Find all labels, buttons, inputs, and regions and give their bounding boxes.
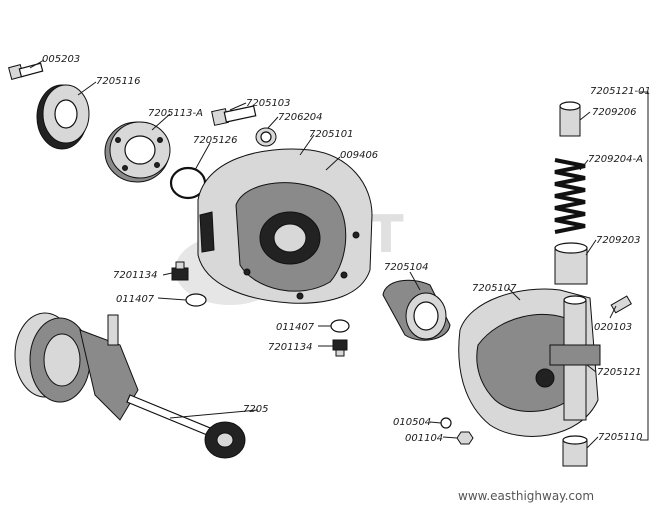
label-7209203: 7209203 — [596, 235, 641, 246]
label-7205: 7205 — [243, 404, 268, 415]
group-bracket-7205121-01 — [640, 91, 649, 441]
flange-7205113a-drawing — [104, 121, 171, 183]
label-001104: 001104 — [405, 433, 443, 444]
label-7205116: 7205116 — [96, 76, 141, 87]
label-7205104: 7205104 — [384, 262, 429, 273]
housing-7205101-drawing — [197, 148, 373, 304]
bushing-7205110-drawing — [562, 435, 588, 467]
cover-7205107-drawing — [458, 288, 599, 437]
breather-020103-drawing — [610, 295, 632, 314]
plug-7201134-upper-drawing — [171, 261, 189, 281]
label-011407-upper: 011407 — [116, 294, 155, 305]
label-7205113a: 7205113-A — [148, 108, 203, 119]
shaft-7205121-drawing — [549, 295, 601, 421]
label-7201134-lower: 7201134 — [268, 342, 313, 353]
washer-011407-lower-drawing — [330, 319, 350, 333]
oil-seal-7205116-drawing — [36, 84, 90, 150]
washer-010504-drawing — [440, 417, 452, 429]
label-7205121: 7205121 — [597, 367, 642, 378]
label-7205101: 7205101 — [309, 129, 354, 140]
bolt-7205103-drawing — [211, 105, 257, 126]
label-7205121-01: 7205121-01 — [590, 86, 651, 97]
bushing-7206204-drawing — [255, 127, 277, 147]
label-7205103: 7205103 — [246, 98, 291, 109]
label-7209204a: 7209204-A — [588, 154, 643, 165]
label-005203: 005203 — [42, 54, 80, 65]
label-010504: 010504 — [393, 417, 431, 428]
axle-assembly-7205-drawing — [14, 312, 246, 459]
label-009406: 009406 — [340, 150, 378, 161]
label-7205110: 7205110 — [598, 432, 643, 443]
label-011407-lower: 011407 — [276, 322, 315, 333]
sleeve-7209203-drawing — [554, 242, 588, 285]
label-020103: 020103 — [594, 322, 632, 333]
washer-011407-upper-drawing — [185, 293, 207, 307]
watermark-url: www.easthighway.com — [458, 489, 594, 503]
label-7206204: 7206204 — [278, 112, 323, 123]
spring-7209204a-drawing — [554, 158, 586, 234]
label-7209206: 7209206 — [592, 107, 637, 118]
leader-lines — [29, 59, 617, 449]
bearing-7205104-drawing — [382, 279, 451, 341]
label-7205126: 7205126 — [193, 135, 238, 146]
cap-7209206-drawing — [559, 101, 581, 137]
label-7201134-upper: 7201134 — [113, 270, 158, 281]
bolt-005203-drawing — [8, 62, 44, 80]
label-7205107: 7205107 — [472, 283, 517, 294]
nut-001104-drawing — [456, 431, 474, 445]
plug-7201134-lower-drawing — [332, 339, 348, 357]
